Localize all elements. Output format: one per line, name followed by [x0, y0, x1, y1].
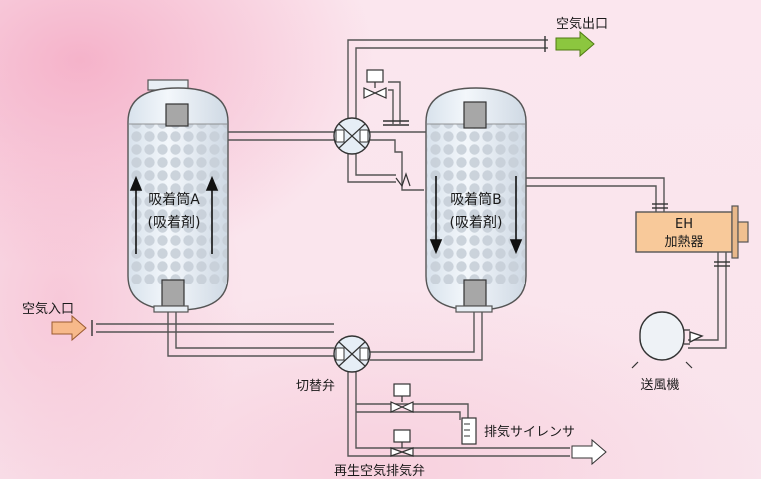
arrow-right-icon: [555, 30, 595, 58]
exhaust-silencer-label: 排気サイレンサ: [484, 424, 575, 440]
vessel-b-bottom-port: [463, 279, 487, 307]
exhaust-pipe: [347, 370, 570, 457]
pipe-b-heater: [526, 177, 665, 212]
vessel-a-sub: (吸着剤): [148, 215, 201, 231]
pipe-a-bottom: [167, 308, 334, 357]
exhaust-silencer: [461, 417, 477, 445]
pipe-a-bottom-inner: [175, 308, 334, 349]
vessel-a-top-port: [165, 103, 189, 127]
pipe-b-bottom-inner: [370, 310, 483, 361]
valve-icon: [363, 69, 387, 99]
valve-icon: [390, 383, 414, 413]
check-valve-icon: [395, 172, 411, 188]
outlet-pipe: [347, 39, 548, 126]
flow-down-arrows: [429, 176, 523, 255]
vessel-b-top-port: [463, 101, 487, 129]
heater-label-1: EH: [675, 217, 693, 232]
heater: [635, 205, 749, 259]
vessel-a-bottom-port: [161, 279, 185, 307]
arrow-right-icon: [51, 314, 87, 342]
vessel-a: [127, 79, 229, 313]
regen-exhaust-valve-label: 再生空気排気弁: [334, 463, 425, 479]
flanges: [91, 36, 730, 336]
heater-label-2: 加熱器: [664, 235, 703, 250]
three-way-valve-icon: [333, 335, 371, 373]
switching-valve-label: 切替弁: [296, 379, 335, 394]
silencer-pipe-inner: [356, 411, 461, 420]
blower-label: 送風機: [640, 378, 679, 393]
blower-icon: [631, 311, 704, 369]
pipe-check-loop: [347, 150, 396, 183]
pipe-valve-riser-inner: [388, 89, 394, 124]
arrow-right-icon: [571, 438, 607, 466]
pipe-b-bottom: [370, 310, 475, 353]
vessel-b: [425, 87, 527, 313]
flow-up-arrows: [129, 175, 219, 254]
outlet-pipe-inner: [355, 47, 548, 126]
pipe-check-loop-inner: [355, 150, 396, 176]
three-way-valve-icon: [333, 117, 371, 155]
air-outlet-label: 空気出口: [556, 16, 608, 32]
pipe-heater-blower-inner: [688, 252, 727, 349]
vessel-a-name: 吸着筒A: [148, 191, 200, 208]
pipe-b-heater-inner: [526, 185, 657, 212]
air-inlet-label: 空気入口: [22, 301, 74, 317]
pipe-heater-blower: [688, 252, 719, 341]
pipe-valve-riser: [388, 81, 401, 124]
exhaust-pipe-inner: [355, 370, 570, 449]
pipe-b-bypass: [370, 139, 424, 191]
vessel-b-name: 吸着筒B: [450, 191, 502, 208]
vessel-b-sub: (吸着剤): [450, 215, 503, 231]
valve-icon: [390, 429, 414, 457]
